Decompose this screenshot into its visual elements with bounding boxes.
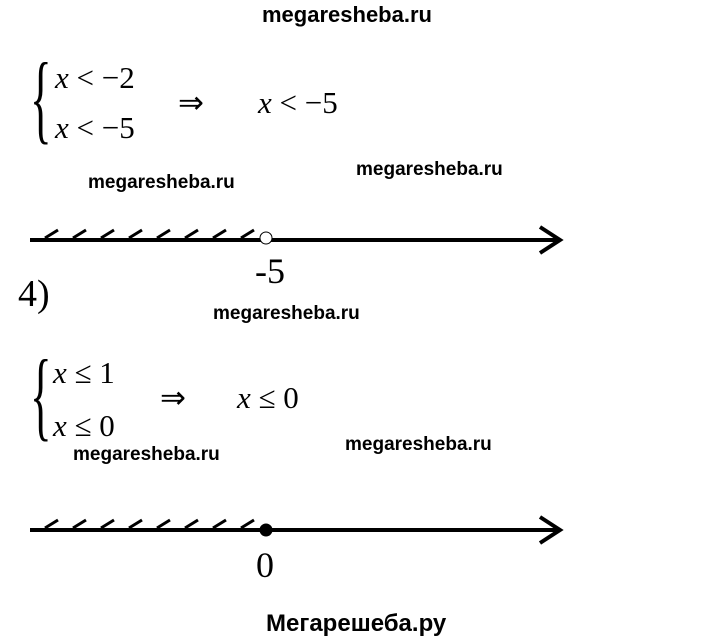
value: −5 bbox=[304, 85, 338, 120]
inequality: x ≤ 0 bbox=[53, 408, 115, 444]
variable: x bbox=[53, 408, 67, 443]
open-point bbox=[259, 231, 273, 245]
value: 0 bbox=[283, 380, 299, 415]
variable: x bbox=[237, 380, 251, 415]
result-inequality: x ≤ 0 bbox=[237, 380, 299, 416]
variable: x bbox=[55, 110, 69, 145]
number-line-1 bbox=[30, 225, 564, 255]
system-brace: { bbox=[30, 42, 52, 153]
implies-symbol: ⇒ bbox=[160, 380, 186, 415]
inequality: x ≤ 1 bbox=[53, 355, 115, 391]
number-line-2 bbox=[30, 515, 564, 545]
value: 1 bbox=[99, 355, 115, 390]
problem-number: 4) bbox=[18, 273, 50, 315]
inequality: x < −5 bbox=[55, 110, 135, 146]
variable: x bbox=[55, 60, 69, 95]
relation: < bbox=[76, 110, 94, 145]
variable: x bbox=[53, 355, 67, 390]
watermark: megaresheba.ru bbox=[213, 303, 360, 324]
result-inequality: x < −5 bbox=[258, 85, 338, 121]
relation: < bbox=[76, 60, 94, 95]
inequality: x < −2 bbox=[55, 60, 135, 96]
watermark: megaresheba.ru bbox=[356, 159, 503, 180]
implies-symbol: ⇒ bbox=[178, 85, 204, 120]
point-label: -5 bbox=[255, 251, 285, 291]
header-watermark: megaresheba.ru bbox=[262, 2, 432, 27]
filled-point bbox=[259, 523, 273, 537]
footer-watermark: Мегарешеба.ру bbox=[266, 610, 447, 637]
relation: ≤ bbox=[74, 355, 92, 390]
watermark: megaresheba.ru bbox=[73, 444, 220, 465]
variable: x bbox=[258, 85, 272, 120]
system-brace: { bbox=[30, 339, 52, 450]
value: −5 bbox=[101, 110, 135, 145]
value: −2 bbox=[101, 60, 135, 95]
watermark: megaresheba.ru bbox=[345, 434, 492, 455]
relation: ≤ bbox=[74, 408, 92, 443]
relation: ≤ bbox=[258, 380, 276, 415]
watermark: megaresheba.ru bbox=[88, 172, 235, 193]
point-label: 0 bbox=[256, 545, 274, 585]
value: 0 bbox=[99, 408, 115, 443]
relation: < bbox=[279, 85, 297, 120]
